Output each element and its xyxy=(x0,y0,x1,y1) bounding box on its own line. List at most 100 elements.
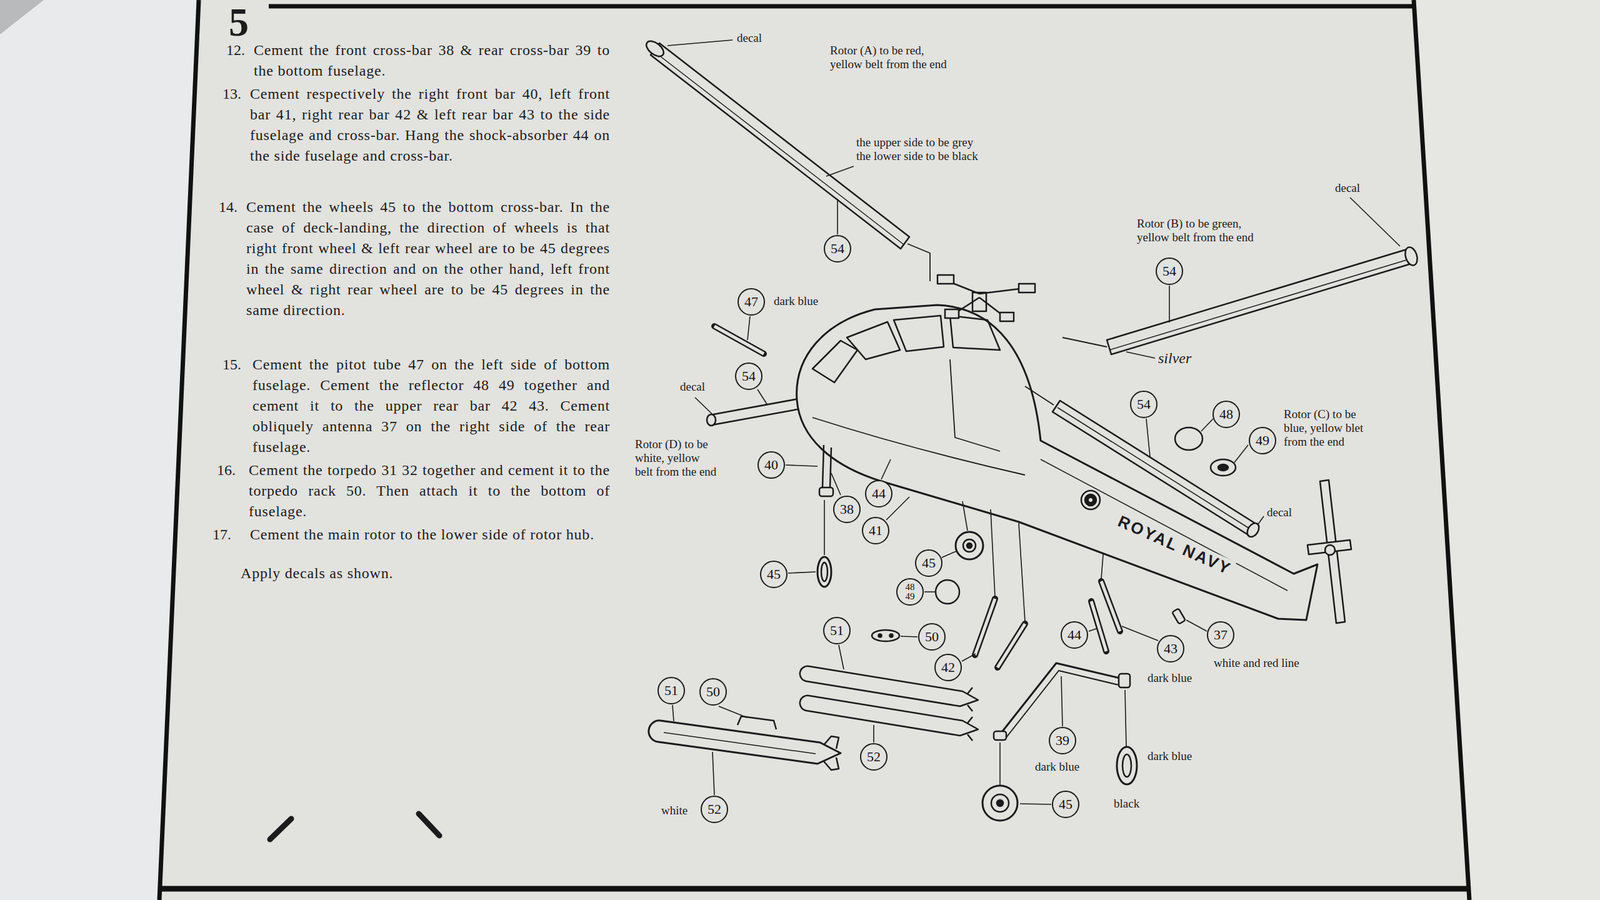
page-frame xyxy=(159,0,199,900)
step-number: 16. xyxy=(216,460,236,481)
instruction-text: Cement the front cross-bar 38 & rear cro… xyxy=(253,40,610,82)
leader-line xyxy=(873,725,875,743)
leader-line xyxy=(826,166,854,177)
leader-line xyxy=(838,645,844,670)
callout-circle: 40 xyxy=(757,451,785,479)
exploded-part xyxy=(648,720,841,764)
leader-line xyxy=(667,40,1400,805)
rotor-blade xyxy=(1106,248,1414,355)
fuselage-drawing xyxy=(937,275,954,284)
callout-number: 50 xyxy=(925,630,939,644)
instruction-text: Cement respectively the right front bar … xyxy=(250,83,610,167)
callout-number: 51 xyxy=(664,683,679,698)
print-mark xyxy=(270,813,440,840)
leader-line xyxy=(1257,516,1264,525)
callout-circle: 52 xyxy=(700,795,729,824)
color-note: Rotor (D) to be white, yellow belt from … xyxy=(633,437,750,479)
color-note: silver xyxy=(1156,349,1193,367)
fuselage-drawing xyxy=(714,326,764,354)
step-number: 5 xyxy=(228,2,249,43)
callout-number: 48 xyxy=(1219,407,1234,422)
step-number: 13. xyxy=(222,83,242,105)
fuselage-drawing xyxy=(1000,312,1014,322)
color-note-box: white and red line xyxy=(1212,656,1301,670)
exploded-part xyxy=(871,630,900,642)
callout-number: 54 xyxy=(1136,397,1151,412)
callout-number: 54 xyxy=(830,241,845,256)
exploded-part xyxy=(993,731,1007,740)
callout-number: 50 xyxy=(706,685,720,699)
exploded-part xyxy=(817,556,832,587)
exploded-part xyxy=(1091,601,1107,652)
fuselage-drawing xyxy=(979,288,1020,294)
leader-line xyxy=(785,465,818,467)
instruction-text-box: Cement the wheels 45 to the bottom cross… xyxy=(246,196,610,321)
color-note-box: silver xyxy=(1156,349,1193,367)
leader-line xyxy=(1201,418,1214,432)
exploded-part xyxy=(1101,581,1120,632)
callout-number: 47 xyxy=(744,295,759,309)
instruction-text-box: Cement the torpedo 31 32 together and ce… xyxy=(248,460,610,522)
exploded-part xyxy=(997,623,1025,668)
leader-line xyxy=(990,509,995,597)
exploded-part xyxy=(1000,663,1123,735)
exploded-part xyxy=(648,427,1236,821)
callout-circle: 38 xyxy=(833,495,861,524)
rotor-blade xyxy=(1403,245,1420,267)
step-number-box: 15. xyxy=(222,354,242,375)
exploded-part xyxy=(966,543,972,549)
callout-circle: 54 xyxy=(1130,390,1158,419)
leader-line xyxy=(836,198,839,235)
fuselage-drawing xyxy=(907,243,930,282)
color-note: black xyxy=(1112,796,1141,811)
exploded-part xyxy=(1171,608,1185,624)
color-note: Rotor (B) to be green, yellow belt from … xyxy=(1135,216,1361,245)
leader-line xyxy=(718,706,747,718)
leader-line xyxy=(924,591,935,593)
callout-circle: 48 xyxy=(1212,400,1240,429)
callout-number: 44 xyxy=(871,486,886,501)
rotor-blade xyxy=(643,38,1420,426)
callout-circle: 37 xyxy=(1206,621,1235,649)
color-note: Rotor (C) to be blue, yellow blet from t… xyxy=(1282,407,1395,449)
callout-circle: 50 xyxy=(918,623,946,651)
leader-line xyxy=(831,473,841,495)
rotor-blade xyxy=(643,38,667,60)
fuselage-drawing xyxy=(893,315,944,352)
exploded-part xyxy=(878,634,882,638)
rotor-blade xyxy=(706,414,716,426)
instruction-text: Cement the pitot tube 47 on the left sid… xyxy=(252,354,610,458)
step-number: 14. xyxy=(218,196,238,218)
leader-line xyxy=(1234,445,1249,463)
color-note: dark blue xyxy=(772,294,820,309)
callout-number: 51 xyxy=(830,623,844,638)
decal-note-box: decal xyxy=(678,380,707,394)
callout-circle: 41 xyxy=(861,516,890,545)
exploded-part xyxy=(982,785,1018,821)
fuselage-drawing xyxy=(945,309,959,319)
callout-circle: 54 xyxy=(1155,257,1184,285)
exploded-part xyxy=(1175,427,1203,450)
callout-number: 42 xyxy=(941,660,955,675)
rotor-blade xyxy=(1052,400,1257,536)
color-note-box: dark blue xyxy=(1146,671,1194,685)
step-number-box: 14. xyxy=(218,196,238,218)
rotor-blade xyxy=(1025,386,1054,405)
exploded-part xyxy=(1101,581,1120,632)
fuselage-drawing xyxy=(1085,494,1097,506)
print-mark xyxy=(418,813,440,836)
callout-circle: 44 xyxy=(1060,621,1089,649)
instruction-text-box: Apply decals as shown. xyxy=(240,563,394,584)
fuselage-drawing xyxy=(1325,545,1335,555)
exploded-part xyxy=(975,598,995,655)
color-note: white xyxy=(660,803,689,818)
color-note-box: dark blue xyxy=(772,294,820,309)
page-frame xyxy=(160,886,1470,892)
rotor-blade xyxy=(1109,258,1411,350)
exploded-part xyxy=(1091,601,1107,652)
leader-line xyxy=(900,636,918,637)
callout-circle: 43 xyxy=(1156,635,1185,663)
step-number-box: 12. xyxy=(226,40,245,61)
leader-line xyxy=(941,551,957,558)
leader-line xyxy=(1061,676,1063,727)
